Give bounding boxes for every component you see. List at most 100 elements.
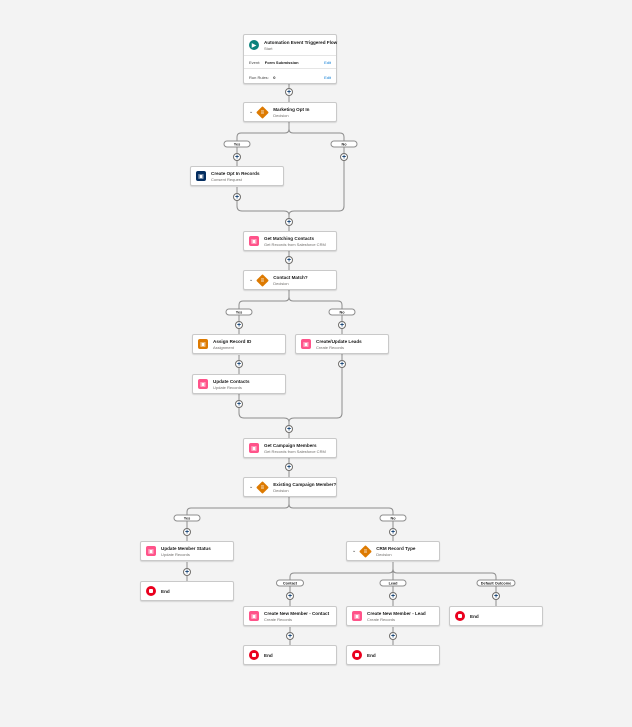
add-element-plus-icon[interactable]: + xyxy=(340,153,348,161)
add-element-plus-icon[interactable]: + xyxy=(285,88,293,96)
get-records-icon: ▣ xyxy=(249,236,259,246)
run-rules-label: Run Rules: xyxy=(249,74,269,80)
add-element-plus-icon[interactable]: + xyxy=(233,153,241,161)
add-element-plus-icon[interactable]: + xyxy=(492,592,500,600)
decision-node[interactable]: ⌄≡Existing Campaign Member?Decision xyxy=(243,477,337,497)
end-node[interactable]: End xyxy=(449,606,543,626)
collapse-chevron-icon[interactable]: ⌄ xyxy=(249,277,254,283)
collapse-chevron-icon[interactable]: ⌄ xyxy=(249,484,254,490)
play-icon: ▶ xyxy=(249,40,259,50)
event-value: Form Submission xyxy=(264,59,299,65)
run-rules-value: 0 xyxy=(273,74,276,80)
add-element-plus-icon[interactable]: + xyxy=(389,632,397,640)
node-title: Update Member Status xyxy=(161,545,211,551)
node-subtitle: Get Records from Salesforce CRM xyxy=(264,241,326,247)
node-subtitle: Decision xyxy=(273,487,289,493)
end-icon xyxy=(146,586,156,596)
create-records-icon: ▣ xyxy=(301,339,311,349)
edit-run-rules-link[interactable]: Edit xyxy=(324,74,331,80)
add-element-plus-icon[interactable]: + xyxy=(389,528,397,536)
add-element-plus-icon[interactable]: + xyxy=(285,256,293,264)
add-element-plus-icon[interactable]: + xyxy=(286,632,294,640)
decision-icon: ≡ xyxy=(256,480,270,494)
node-title: Create New Member - Contact xyxy=(264,610,330,616)
branch-label: Lead xyxy=(379,579,407,587)
node-title: Existing Campaign Member? xyxy=(273,481,337,487)
add-element-plus-icon[interactable]: + xyxy=(235,400,243,408)
end-icon xyxy=(352,650,362,660)
node-title: Assign Record ID xyxy=(213,338,252,344)
update-records-icon: ▣ xyxy=(198,379,208,389)
assignment-icon: ▣ xyxy=(198,339,208,349)
add-element-plus-icon[interactable]: + xyxy=(183,568,191,576)
decision-icon: ≡ xyxy=(256,273,270,287)
node-subtitle: Consent Request xyxy=(211,176,242,182)
node-title: Create Opt In Records xyxy=(211,170,260,176)
add-element-plus-icon[interactable]: + xyxy=(285,218,293,226)
node-title: Update Contacts xyxy=(213,378,250,384)
add-element-plus-icon[interactable]: + xyxy=(285,425,293,433)
node-subtitle: Create Records xyxy=(316,344,345,350)
add-element-plus-icon[interactable]: + xyxy=(235,360,243,368)
branch-label: No xyxy=(330,140,358,148)
branch-label: Yes xyxy=(223,140,251,148)
end-node[interactable]: End xyxy=(243,645,337,665)
end-node[interactable]: End xyxy=(346,645,440,665)
add-element-plus-icon[interactable]: + xyxy=(285,463,293,471)
node-title: Get Campaign Members xyxy=(264,442,317,448)
edit-event-link[interactable]: Edit xyxy=(324,59,331,65)
add-element-plus-icon[interactable]: + xyxy=(183,528,191,536)
event-label: Event: xyxy=(249,59,261,65)
add-element-plus-icon[interactable]: + xyxy=(286,592,294,600)
branch-label: Contact xyxy=(276,579,304,587)
branch-label: Yes xyxy=(173,514,201,522)
node-title: CRM Record Type xyxy=(376,545,416,551)
node-title: Contact Match? xyxy=(273,274,308,280)
add-element-plus-icon[interactable]: + xyxy=(338,321,346,329)
branch-label: Default Outcome xyxy=(476,579,516,587)
node-subtitle: Decision xyxy=(273,280,289,286)
node-title: End xyxy=(264,652,273,658)
end-icon xyxy=(249,650,259,660)
node-title: Marketing Opt In xyxy=(273,106,310,112)
create-records-icon: ▣ xyxy=(249,611,259,621)
branch-label: No xyxy=(328,308,356,316)
node-title: End xyxy=(161,588,170,594)
node-subtitle: Decision xyxy=(376,551,392,557)
decision-icon: ≡ xyxy=(359,544,373,558)
add-element-plus-icon[interactable]: + xyxy=(235,321,243,329)
node-title: End xyxy=(367,652,376,658)
decision-node[interactable]: ⌄≡Contact Match?Decision xyxy=(243,270,337,290)
add-element-plus-icon[interactable]: + xyxy=(389,592,397,600)
node-subtitle: Assignment xyxy=(213,344,234,350)
start-subtitle: Start xyxy=(264,45,273,51)
node-subtitle: Update Records xyxy=(213,384,242,390)
node-subtitle: Get Records from Salesforce CRM xyxy=(264,448,326,454)
end-node[interactable]: End xyxy=(140,581,234,601)
collapse-chevron-icon[interactable]: ⌄ xyxy=(249,109,254,115)
node-title: Create New Member - Lead xyxy=(367,610,426,616)
update-records-icon: ▣ xyxy=(146,546,156,556)
node-title: Create/Update Leads xyxy=(316,338,362,344)
collapse-chevron-icon[interactable]: ⌄ xyxy=(352,548,357,554)
node-title: Get Matching Contacts xyxy=(264,235,315,241)
create-records-icon: ▣ xyxy=(352,611,362,621)
end-icon xyxy=(455,611,465,621)
consent-icon: ▣ xyxy=(196,171,206,181)
add-element-plus-icon[interactable]: + xyxy=(338,360,346,368)
branch-label: No xyxy=(379,514,407,522)
add-element-plus-icon[interactable]: + xyxy=(233,193,241,201)
